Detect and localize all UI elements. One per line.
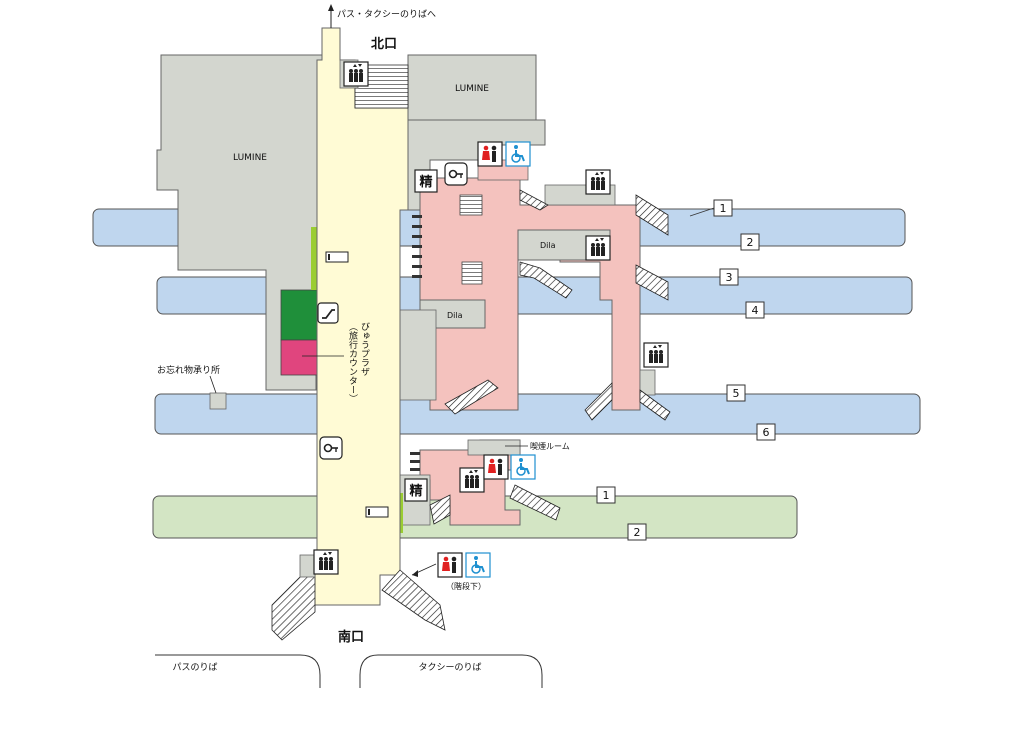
elevator-icon: [643, 342, 669, 368]
ticket-gate-icon: [325, 251, 349, 263]
svg-text:（旅行カウンター）: （旅行カウンター）: [347, 322, 358, 403]
toilet-icon: [477, 141, 503, 167]
svg-text:4: 4: [752, 304, 759, 317]
svg-text:6: 6: [763, 426, 770, 439]
locker-key-icon: [444, 162, 468, 186]
platform-number-5: 5: [726, 384, 746, 402]
lost-found-booth: [209, 392, 227, 410]
svg-text:3: 3: [726, 271, 733, 284]
svg-text:5: 5: [733, 387, 740, 400]
bus-taxi-direction: パス・タクシーのりばへ: [328, 4, 436, 28]
wheelchair-icon: [505, 141, 531, 167]
toilet-icon: [437, 552, 463, 578]
toilet-icon: [483, 454, 509, 480]
under-stairs-label: （階段下）: [446, 581, 486, 591]
travel-center-label: びゅうプラザ （旅行カウンター）: [302, 322, 370, 403]
ticket-gates-north: [412, 215, 422, 278]
svg-text:1: 1: [720, 202, 727, 215]
svg-text:精: 精: [409, 483, 422, 499]
svg-text:2: 2: [634, 526, 641, 539]
dila-label-2: Dila: [447, 311, 463, 320]
elevator-icon: [313, 549, 339, 575]
lost-found-label: お忘れ物承り所: [157, 364, 220, 376]
fare-adjustment-icon: 精: [414, 169, 438, 193]
svg-text:2: 2: [747, 236, 754, 249]
escalator-platform-4: [519, 261, 573, 299]
escalator-platform-5: [444, 379, 499, 415]
elevator-icon: [585, 235, 611, 261]
stairs-platform-1: [635, 194, 669, 236]
stairs-platform-3: [635, 264, 669, 301]
dila-label-1: Dila: [540, 241, 556, 250]
road-curve-left: [155, 654, 321, 688]
stairs-platform-5-left: [584, 382, 613, 421]
south-stairs-left: [271, 571, 316, 641]
platform-number-6: 6: [756, 423, 776, 441]
green-strip: [311, 227, 317, 290]
stairs-a: [519, 189, 549, 211]
under-stairs: （階段下）: [411, 563, 486, 591]
svg-text:びゅうプラザ: びゅうプラザ: [359, 322, 370, 376]
stairs-south-small: [429, 494, 451, 525]
taxi-stop-label: タクシーのりば: [418, 662, 481, 673]
fare-adjustment-icon: 精: [404, 478, 428, 502]
platform-number-1: 1: [713, 199, 733, 217]
south-exit-label: 南口: [338, 629, 364, 645]
platform-number-south-2: 2: [627, 523, 647, 541]
platform-number-3: 3: [719, 268, 739, 286]
escalator-south: [509, 484, 561, 521]
elevator-icon: [459, 467, 485, 493]
smoking-room: 喫煙ルーム: [505, 441, 570, 451]
wheelchair-icon: [465, 552, 491, 578]
ticket-gate-icon: [365, 506, 389, 518]
escalator-icon: [317, 302, 339, 324]
platform-number-south-1: 1: [596, 486, 616, 504]
platform-5-6: [154, 393, 921, 435]
south-escalator-right: [381, 569, 446, 631]
green-block: [280, 289, 318, 341]
platform-number-2: 2: [740, 233, 760, 251]
locker-key-icon: [319, 436, 343, 460]
bus-stop-label: パスのりば: [172, 662, 217, 673]
ticket-gates-south: [410, 452, 420, 471]
lumine-east-label: LUMINE: [455, 84, 489, 94]
lost-found: お忘れ物承り所: [157, 364, 220, 394]
svg-text:精: 精: [419, 174, 432, 190]
lumine-west-label: LUMINE: [233, 153, 267, 163]
road-curve-right: [359, 654, 543, 688]
svg-text:1: 1: [603, 489, 610, 502]
travel-center-block: [280, 339, 318, 376]
elevator-icon: [343, 61, 369, 87]
smoking-room-label: 喫煙ルーム: [530, 441, 570, 451]
elevator-icon: [585, 169, 611, 195]
stairs-platform-5-right: [639, 389, 671, 421]
platform-number-4: 4: [745, 301, 765, 319]
bus-taxi-label: パス・タクシーのりばへ: [337, 9, 436, 20]
north-exit-label: 北口: [371, 37, 397, 52]
wheelchair-icon: [510, 454, 536, 480]
